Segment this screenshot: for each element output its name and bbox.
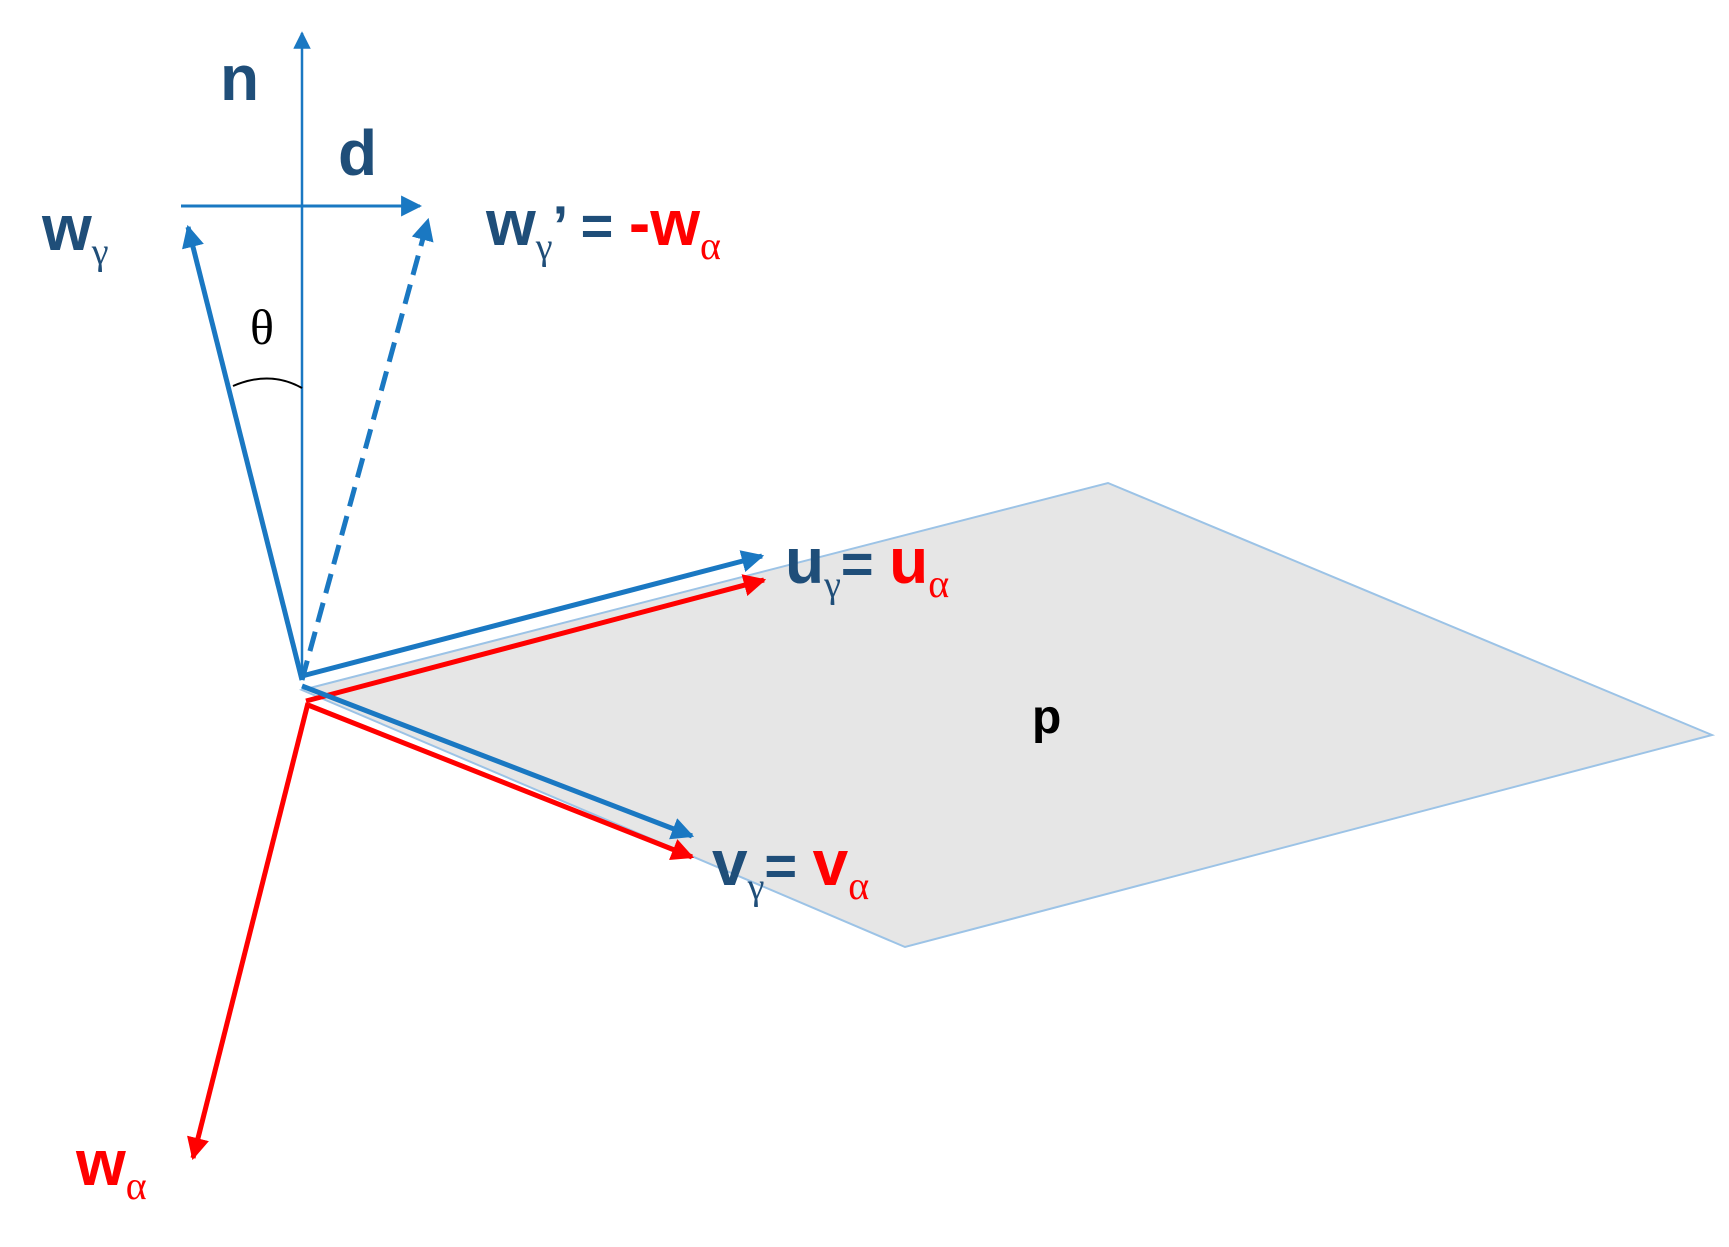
label-w-gamma-prime-eq: wγ’ = -wα: [485, 187, 721, 268]
u-gamma-arrow: [301, 550, 765, 679]
w-gamma-prime-arrow: [299, 217, 434, 681]
theta-arc: [232, 377, 303, 389]
label-theta: θ: [250, 299, 274, 355]
w-alpha-arrow: [187, 702, 311, 1161]
v-alpha-arrow: [307, 702, 695, 861]
v-gamma-arrow: [301, 683, 695, 840]
label-p: p: [1032, 691, 1061, 744]
label-v-eq: vγ= vα: [712, 827, 869, 908]
u-alpha-arrow: [305, 574, 767, 704]
label-u-eq: uγ= uα: [785, 525, 949, 606]
w-gamma-arrow: [182, 224, 305, 681]
plane-p: [298, 481, 1716, 949]
label-d: d: [338, 117, 377, 189]
label-n: n: [220, 42, 259, 114]
label-w-alpha: wα: [75, 1127, 147, 1208]
label-w-gamma: wγ: [41, 192, 109, 273]
